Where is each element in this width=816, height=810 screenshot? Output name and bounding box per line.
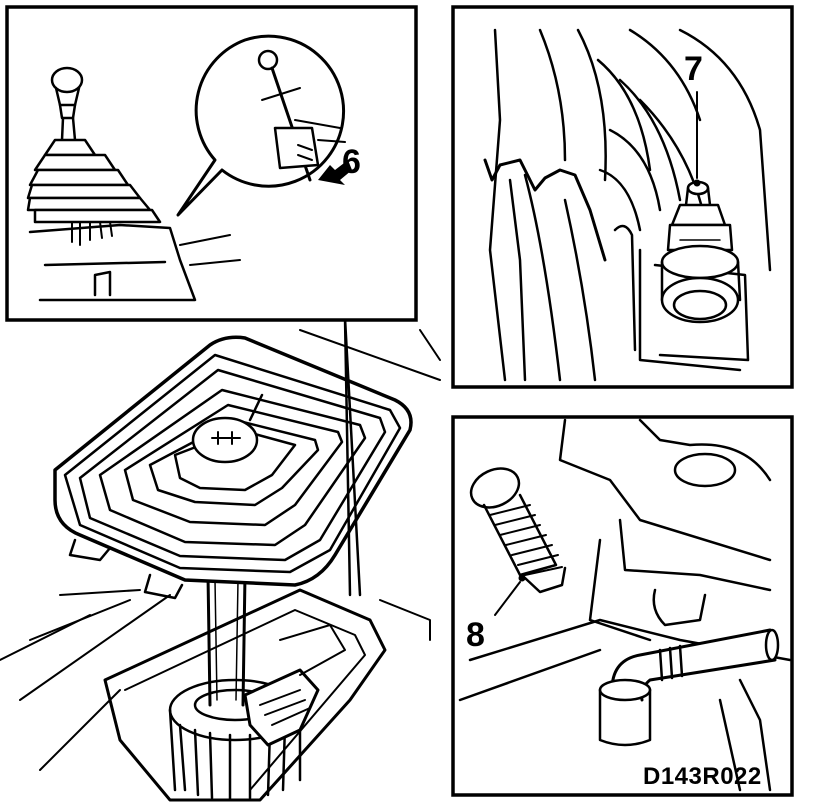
console-opening xyxy=(103,588,387,802)
inset-panel-plug xyxy=(451,5,794,389)
leader-line xyxy=(343,316,362,597)
callout-7: 7 xyxy=(684,50,703,88)
callout-8: 8 xyxy=(466,616,485,654)
shift-lever-rod xyxy=(206,573,247,707)
callout-6: 6 xyxy=(342,143,361,181)
lever-clip xyxy=(243,668,320,747)
inset-panel-pin xyxy=(451,415,794,797)
arrow-6 xyxy=(318,160,352,185)
figure-code: D143R022 xyxy=(643,763,762,790)
inset-panel-boot-removal xyxy=(5,5,418,322)
gear-boot xyxy=(53,335,413,600)
main-gear-lever-scene xyxy=(0,316,441,802)
